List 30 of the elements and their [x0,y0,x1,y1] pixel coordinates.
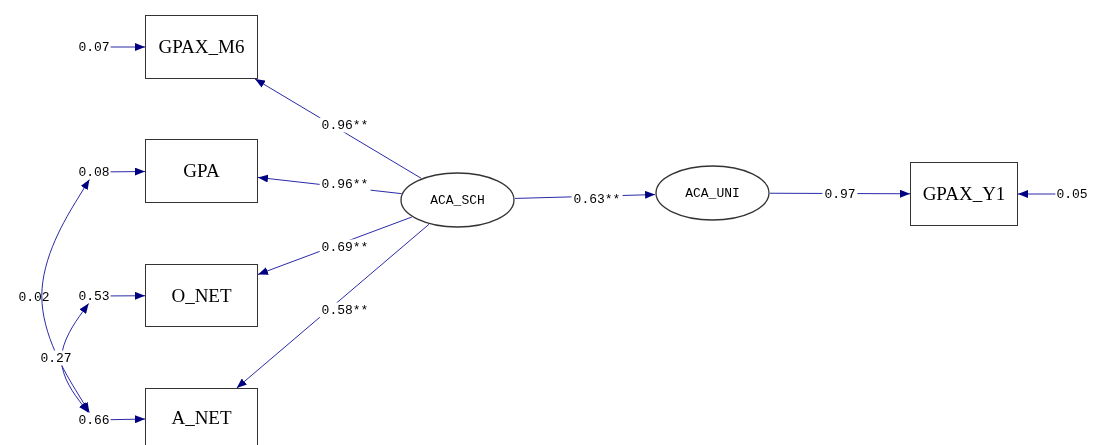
variable-name: A_NET [171,407,232,429]
path-arrow [110,43,146,51]
latent-variable-ellipse [655,165,770,221]
observed-variable-box [145,15,258,79]
coefficient-label: 0.96** [319,176,371,192]
observed-variable-box [910,162,1018,226]
variable-name: GPAX_Y1 [922,183,1006,205]
error-variance-value: 0.07 [77,39,111,55]
variable-name: GPA [183,160,220,182]
path-arrow [110,415,146,424]
variable-name: ACA_UNI [685,185,740,201]
path-arrow [110,291,146,300]
coefficient-label: 0.02 [17,289,51,305]
variable-name: O_NET [171,284,232,307]
variable-name: ACA_SCH [430,192,485,208]
error-variance-value: 0.05 [1055,186,1089,202]
observed-variable-box [145,388,258,445]
error-variance-value: 0.08 [77,164,111,180]
error-variance-value: 0.66 [77,412,111,428]
coefficient-label: 0.27 [38,350,74,366]
path-arrow [110,167,146,176]
error-variance-value: 0.53 [77,288,111,304]
latent-variable-ellipse [400,172,515,228]
observed-variable-box [145,264,258,327]
observed-variable-box [145,139,258,203]
covariance-arrow [41,179,90,413]
path-arrow [236,223,430,389]
variable-name: GPAX_M6 [158,36,245,58]
covariance-arrow [61,303,90,413]
path-arrow [1017,190,1056,198]
